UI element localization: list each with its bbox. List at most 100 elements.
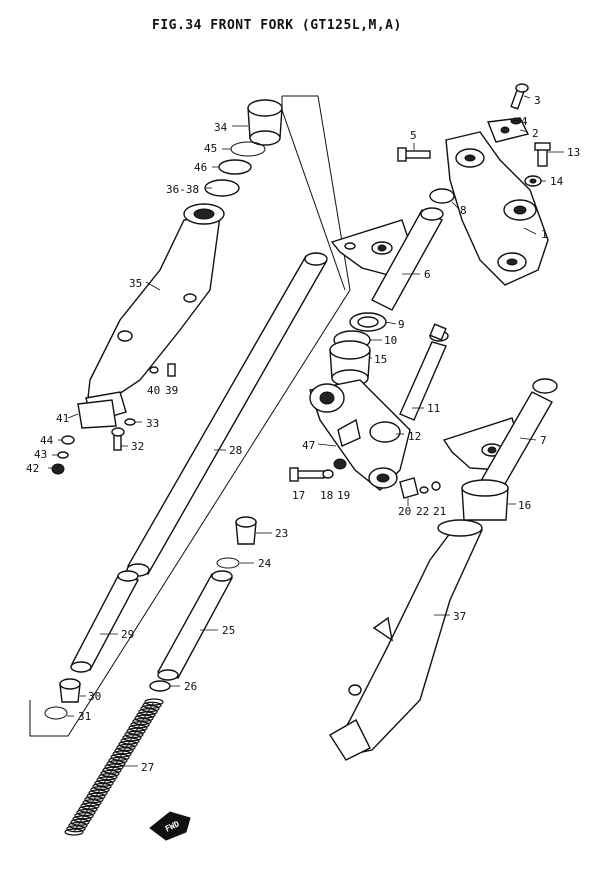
cap-bolt-23 bbox=[235, 516, 257, 545]
spring-coil bbox=[72, 815, 92, 823]
washer-44 bbox=[61, 435, 75, 445]
o-ring-24 bbox=[216, 557, 240, 569]
spring-coil bbox=[118, 740, 138, 748]
steering-stem-11 bbox=[399, 323, 449, 421]
callout-6: 6 bbox=[424, 268, 431, 281]
spring-coil bbox=[96, 776, 116, 784]
spring-coil bbox=[116, 743, 136, 752]
spring-coil bbox=[80, 802, 100, 810]
spring-coil bbox=[68, 821, 88, 830]
callout-4: 4 bbox=[521, 115, 528, 128]
callout-33: 33 bbox=[146, 417, 159, 430]
dust-cover-16 bbox=[461, 479, 509, 521]
spring-coil bbox=[130, 721, 150, 729]
callout-44: 44 bbox=[40, 434, 54, 447]
bolt-39-washer-40 bbox=[149, 363, 176, 377]
callout-23: 23 bbox=[275, 527, 288, 540]
spring-coil bbox=[126, 727, 146, 735]
spring-coil bbox=[104, 763, 124, 771]
spring-coil bbox=[100, 769, 120, 778]
spring-coil bbox=[136, 711, 156, 719]
spring-coil bbox=[82, 799, 102, 807]
callout-16: 16 bbox=[518, 499, 531, 512]
callout-24: 24 bbox=[258, 557, 272, 570]
callout-32: 32 bbox=[131, 440, 144, 453]
callout-29: 29 bbox=[121, 628, 134, 641]
callout-10: 10 bbox=[384, 334, 397, 347]
callout-34: 34 bbox=[214, 121, 228, 134]
washer-43 bbox=[57, 451, 69, 459]
spring-coil bbox=[112, 750, 132, 758]
callout-30: 30 bbox=[88, 690, 101, 703]
ring-31 bbox=[44, 706, 68, 720]
callout-39: 39 bbox=[165, 384, 178, 397]
spring-coil bbox=[134, 714, 154, 722]
callout-18: 18 bbox=[320, 489, 333, 502]
race-9 bbox=[349, 312, 387, 332]
spring-coil bbox=[124, 730, 144, 739]
callout-28: 28 bbox=[229, 444, 242, 457]
callout-1: 1 bbox=[541, 228, 548, 241]
callout-14: 14 bbox=[550, 175, 564, 188]
callout-8: 8 bbox=[460, 204, 467, 217]
spring-coil bbox=[66, 825, 86, 833]
spring-coil bbox=[70, 818, 90, 826]
callout-19: 19 bbox=[337, 489, 350, 502]
callout-20: 20 bbox=[398, 505, 411, 518]
washer-33 bbox=[124, 418, 136, 426]
callout-22: 22 bbox=[416, 505, 429, 518]
spring-coil bbox=[110, 753, 130, 761]
washer-14 bbox=[524, 175, 542, 187]
callout-37: 37 bbox=[453, 610, 466, 623]
spring-coil bbox=[144, 698, 164, 706]
callout-35: 35 bbox=[129, 277, 142, 290]
callout-3: 3 bbox=[534, 94, 541, 107]
bolt-5 bbox=[397, 147, 431, 162]
spring-seat-30 bbox=[59, 678, 81, 703]
callout-25: 25 bbox=[222, 624, 235, 637]
spacer-25 bbox=[156, 570, 234, 681]
callout-7: 7 bbox=[540, 434, 547, 447]
callout-36-38: 36-38 bbox=[166, 183, 199, 196]
axle-holder-41 bbox=[77, 399, 117, 429]
spring-coil bbox=[88, 789, 108, 797]
callout-42: 42 bbox=[26, 462, 39, 475]
dust-seal-34 bbox=[247, 99, 283, 146]
clamp-20 bbox=[399, 477, 419, 499]
bolt-32 bbox=[111, 427, 125, 451]
callout-15: 15 bbox=[374, 353, 387, 366]
upper-bracket bbox=[445, 131, 549, 286]
collar-47 bbox=[337, 418, 361, 447]
callout-45: 45 bbox=[204, 142, 217, 155]
callout-2: 2 bbox=[532, 127, 539, 140]
spring-coil bbox=[140, 704, 160, 713]
spring-coil bbox=[98, 773, 118, 781]
callout-31: 31 bbox=[78, 710, 91, 723]
circlip-45 bbox=[230, 141, 266, 157]
dust-seal-15 bbox=[329, 340, 371, 387]
callout-9: 9 bbox=[398, 318, 405, 331]
callout-17: 17 bbox=[292, 489, 305, 502]
spring-coil bbox=[120, 737, 140, 745]
spring-coil bbox=[92, 782, 112, 791]
callout-21: 21 bbox=[433, 505, 446, 518]
spring-27 bbox=[64, 698, 164, 836]
callout-43: 43 bbox=[34, 448, 47, 461]
spring-coil bbox=[64, 828, 84, 836]
callout-46: 46 bbox=[194, 161, 207, 174]
spring-coil bbox=[94, 779, 114, 787]
spring-coil bbox=[76, 808, 96, 817]
spring-coil bbox=[102, 766, 122, 774]
bolt-3 bbox=[510, 83, 529, 110]
oil-seal-set-36-38 bbox=[204, 179, 240, 197]
spring-coil bbox=[108, 756, 128, 765]
figure-title: FIG.34 FRONT FORK (GT125L,M,A) bbox=[152, 18, 402, 33]
bolt-13 bbox=[534, 142, 551, 167]
washer-18 bbox=[322, 469, 334, 479]
spring-coil bbox=[86, 792, 106, 800]
damper-rod-29 bbox=[70, 570, 140, 673]
spring-coil bbox=[90, 786, 110, 794]
callout-27: 27 bbox=[141, 761, 154, 774]
seal-8 bbox=[429, 188, 455, 204]
